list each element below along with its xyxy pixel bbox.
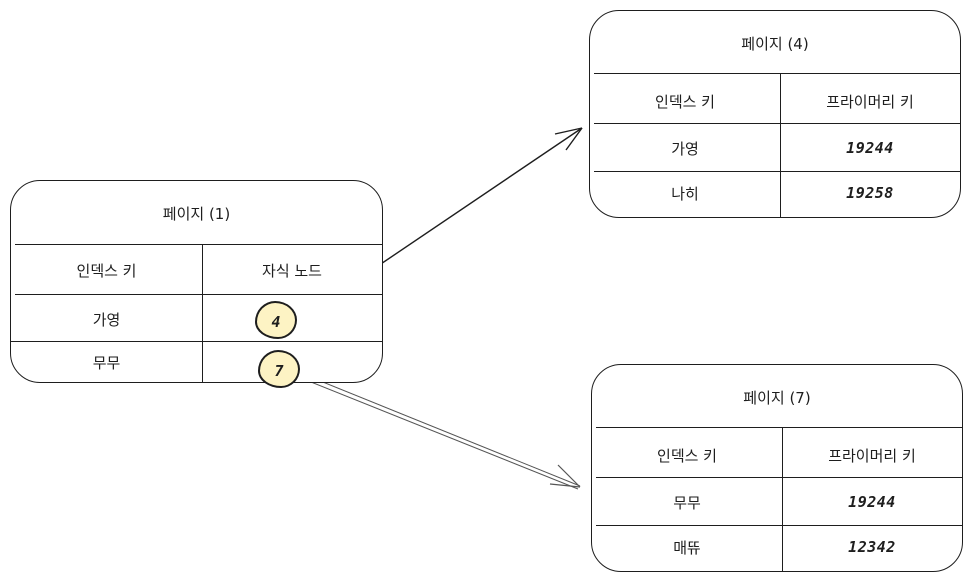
column-header: 인덱스 키 (76, 262, 137, 280)
index-key-cell: 나히 (671, 185, 699, 203)
primary-key-cell: 19244 (846, 139, 894, 157)
column-header: 프라이머리 키 (828, 447, 916, 465)
column-header: 인덱스 키 (657, 447, 717, 465)
column-divider (780, 73, 781, 217)
page-1-title: 페이지 (1) (162, 205, 231, 223)
column-divider (782, 427, 783, 571)
index-key-cell: 무무 (673, 494, 701, 512)
primary-key-cell: 19258 (846, 184, 894, 202)
page-4-table: 페이지 (4) 인덱스 키 프라이머리 키 가영 19244 나히 19258 (589, 10, 961, 218)
child-node-pointer-7[interactable]: 7 (258, 350, 300, 388)
divider (11, 341, 382, 342)
divider (596, 427, 962, 428)
arrow-to-page-7 (300, 373, 581, 490)
index-key-cell: 매뜌 (673, 539, 701, 557)
index-key-cell: 무무 (92, 354, 121, 372)
child-node-pointer-4[interactable]: 4 (255, 301, 297, 339)
divider (596, 525, 962, 526)
page-1-table: 페이지 (1) 인덱스 키 자식 노드 가영 무무 (10, 180, 383, 383)
primary-key-cell: 12342 (848, 538, 896, 556)
column-header: 인덱스 키 (655, 93, 715, 111)
divider (594, 171, 960, 172)
index-key-cell: 가영 (92, 311, 121, 329)
divider (594, 73, 960, 74)
index-key-cell: 가영 (671, 140, 699, 158)
divider (15, 294, 382, 295)
column-header: 프라이머리 키 (826, 93, 914, 111)
divider (594, 123, 960, 124)
page-7-title: 페이지 (7) (743, 389, 811, 407)
page-4-title: 페이지 (4) (741, 35, 809, 53)
divider (15, 244, 382, 245)
page-7-table: 페이지 (7) 인덱스 키 프라이머리 키 무무 19244 매뜌 12342 (591, 364, 963, 572)
divider (596, 477, 962, 478)
primary-key-cell: 19244 (848, 493, 896, 511)
column-header: 자식 노드 (262, 262, 322, 280)
column-divider (202, 244, 203, 382)
